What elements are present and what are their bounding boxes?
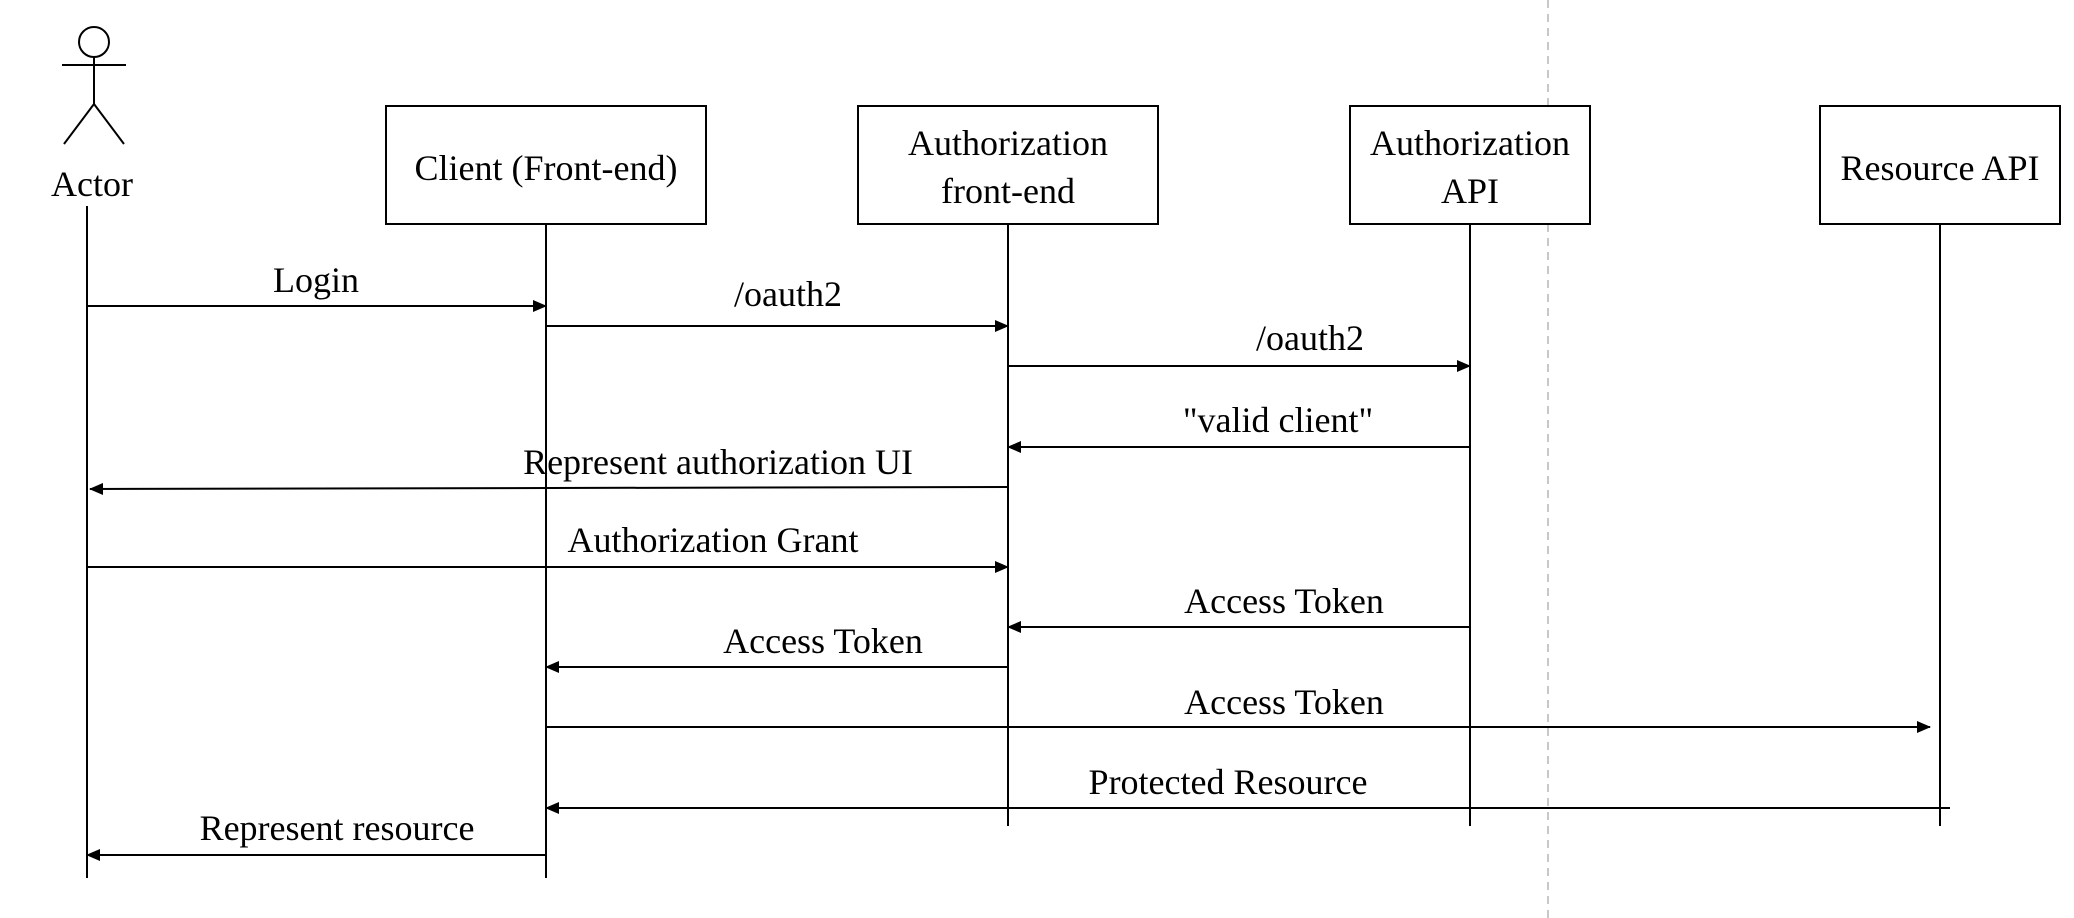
message-oauth2-to-auth-frontend-label: /oauth2 [734,274,842,314]
actor[interactable]: Actor [51,26,133,204]
participant-client-label: Client (Front-end) [415,148,678,188]
message-represent-resource-label: Represent resource [200,808,475,848]
message-oauth2-to-auth-frontend[interactable]: /oauth2 [546,274,1009,332]
participant-resource-api[interactable]: Resource API [1819,105,2061,225]
participant-authorization-api-label-line1: Authorization [1370,123,1570,163]
actor-icon [78,26,110,58]
message-access-token-frontend-to-client-label: Access Token [723,621,923,661]
message-authorization-grant[interactable]: Authorization Grant [87,520,1009,573]
message-authorization-grant-label: Authorization Grant [568,520,859,560]
participant-client-box [385,105,707,225]
message-oauth2-to-auth-api-label: /oauth2 [1256,318,1364,358]
participant-client[interactable]: Client (Front-end) [385,105,707,225]
message-valid-client[interactable]: "valid client" [1007,400,1470,453]
participant-authorization-frontend-label-line1: Authorization [908,123,1108,163]
participant-authorization-api[interactable]: Authorization API [1349,105,1591,225]
message-login[interactable]: Login [87,260,547,312]
message-access-token-api-to-frontend[interactable]: Access Token [1007,581,1470,633]
participant-resource-api-box [1819,105,2061,225]
message-access-token-client-to-resource-label: Access Token [1184,682,1384,722]
message-protected-resource-label: Protected Resource [1089,762,1368,802]
participant-authorization-api-label-line2: API [1441,171,1499,211]
message-represent-resource[interactable]: Represent resource [86,808,546,861]
message-oauth2-to-auth-api[interactable]: /oauth2 [1008,318,1471,372]
participant-resource-api-label: Resource API [1841,148,2040,188]
message-access-token-api-to-frontend-label: Access Token [1184,581,1384,621]
message-access-token-client-to-resource[interactable]: Access Token [546,682,1931,733]
message-protected-resource[interactable]: Protected Resource [545,762,1950,814]
message-login-label: Login [273,260,359,300]
message-valid-client-label: "valid client" [1183,400,1373,440]
participant-authorization-api-box [1349,105,1591,225]
message-represent-authorization-ui[interactable]: Represent authorization UI [89,442,1009,495]
participant-authorization-frontend[interactable]: Authorization front-end [857,105,1159,225]
message-represent-authorization-ui-label: Represent authorization UI [523,442,913,482]
actor-label: Actor [51,164,133,204]
participant-authorization-frontend-label-line2: front-end [941,171,1075,211]
message-access-token-frontend-to-client[interactable]: Access Token [545,621,1008,673]
